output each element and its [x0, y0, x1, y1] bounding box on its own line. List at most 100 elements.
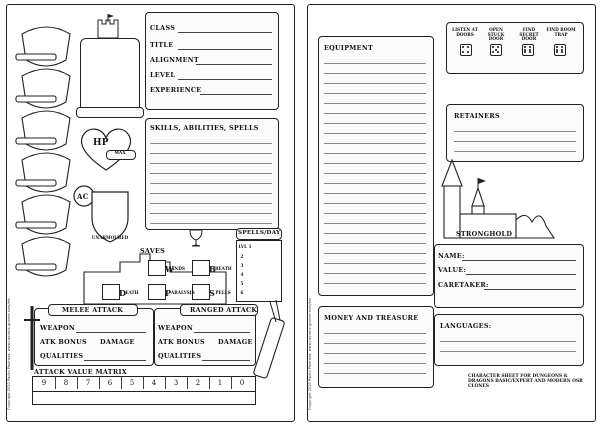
languages-field[interactable]	[440, 332, 576, 360]
stronghold-value-field[interactable]	[466, 274, 576, 275]
attack-value-matrix[interactable]: 9 8 7 6 5 4 3 2 1 0	[32, 376, 256, 392]
languages-label: LANGUAGES:	[440, 322, 492, 330]
left-copyright: Copyright 2020 Pacho Pastrana. www.necro…	[7, 297, 11, 410]
spell-level-1: LVL 1	[238, 244, 252, 249]
matrix-cell: 0	[239, 379, 245, 387]
class-field[interactable]	[178, 32, 272, 33]
save-wands-box[interactable]	[148, 260, 166, 276]
matrix-cell: 4	[143, 377, 166, 389]
skills-field[interactable]	[150, 134, 272, 224]
ranged-weapon-label: WEAPON	[158, 324, 194, 332]
level-label: LEVEL	[150, 71, 176, 79]
stronghold-name-label: NAME:	[438, 252, 465, 260]
equipment-label: EQUIPMENT	[324, 44, 374, 52]
retainers-field[interactable]	[454, 122, 576, 156]
matrix-input-row[interactable]	[32, 392, 256, 405]
equipment-field[interactable]	[324, 54, 426, 288]
portrait-frame[interactable]	[80, 38, 140, 112]
save-spells-box[interactable]	[192, 284, 210, 300]
unarmoured-label: UNARMOURED	[91, 235, 129, 240]
hp-max-banner	[106, 150, 136, 160]
melee-weapon-label: WEAPON	[40, 324, 76, 332]
melee-qualities-field[interactable]	[84, 360, 146, 361]
room-trap-die-icon[interactable]	[554, 44, 566, 56]
class-label: CLASS	[150, 24, 176, 32]
ranged-qualities-field[interactable]	[202, 360, 250, 361]
listen-die-icon[interactable]	[460, 44, 472, 56]
save-death-box[interactable]	[102, 284, 120, 300]
matrix-cell: 6	[99, 377, 122, 389]
hp-heart-icon[interactable]	[76, 124, 136, 174]
identity-panel	[145, 12, 279, 110]
title-field[interactable]	[178, 49, 272, 50]
save-p-name: ARALYSIS	[171, 290, 195, 295]
save-d-code: D	[119, 288, 127, 298]
matrix-cell: 3	[165, 377, 188, 389]
portrait-banner	[76, 107, 144, 118]
hp-max-label: MAX	[114, 150, 126, 155]
ranged-atk-bonus-label: ATK BONUS	[158, 338, 205, 346]
ac-label: AC	[77, 192, 89, 201]
money-field[interactable]	[324, 324, 426, 382]
matrix-cell: 2	[187, 377, 210, 389]
saves-label: SAVES	[140, 247, 166, 255]
melee-banner	[48, 304, 138, 316]
money-label: MONEY AND TREASURE	[324, 314, 419, 322]
melee-label: MELEE ATTACK	[62, 306, 124, 314]
stronghold-panel	[434, 244, 584, 308]
spell-level-3: 3	[240, 263, 244, 268]
ranged-damage-label: DAMAGE	[218, 338, 253, 346]
save-paralysis-box[interactable]	[148, 284, 166, 300]
ranged-banner	[180, 304, 258, 316]
save-b-name: REATH	[215, 266, 232, 271]
stronghold-castle-icon	[441, 158, 556, 239]
right-copyright: Copyright 2020 Pacho Pastrana. www.necro…	[308, 297, 312, 410]
spell-level-2: 2	[240, 254, 244, 259]
save-breath-box[interactable]	[192, 260, 210, 276]
stronghold-caretaker-label: CARETAKER:	[438, 281, 489, 289]
matrix-cell: 8	[55, 377, 78, 389]
castle-tower-icon	[97, 14, 119, 39]
level-field[interactable]	[178, 79, 272, 80]
spell-level-5: 5	[240, 281, 244, 286]
experience-field[interactable]	[200, 94, 272, 95]
spells-day-label: SPELLS/DAY	[238, 230, 281, 236]
spells-day-banner	[236, 228, 282, 240]
open-door-die-icon[interactable]	[490, 44, 502, 56]
melee-atk-bonus-label: ATK BONUS	[40, 338, 87, 346]
hp-label: HP	[93, 138, 109, 148]
matrix-cell: 1	[209, 377, 232, 389]
retainers-label: RETAINERS	[454, 112, 500, 120]
melee-qualities-label: QUALITIES	[40, 352, 84, 360]
melee-damage-label: DAMAGE	[100, 338, 135, 346]
save-b-code: B	[209, 264, 217, 274]
experience-label: EXPERIENCE	[150, 86, 202, 94]
footer-credit: CHARACTER SHEET FOR DUNGEONS & DRAGONS B…	[468, 374, 583, 390]
spell-level-6: 6	[240, 290, 244, 295]
stronghold-label: STRONGHOLD	[456, 230, 513, 238]
ac-shield-icon[interactable]	[88, 188, 132, 244]
quiver-icon	[253, 299, 285, 379]
ranged-weapon-field[interactable]	[194, 332, 250, 333]
save-s-name: PELLS	[215, 290, 231, 295]
spell-level-4: 4	[240, 272, 244, 277]
save-s-code: S	[209, 288, 216, 298]
save-p-code: P	[165, 288, 172, 298]
skill-listen-label: LISTEN AT DOORS	[452, 27, 478, 37]
alignment-label: ALIGNMENT	[150, 56, 199, 64]
melee-weapon-field[interactable]	[76, 332, 146, 333]
title-label: TITLE	[150, 41, 174, 49]
spells-day-table[interactable]	[236, 240, 282, 302]
skill-secret-door-label: FIND SECRET DOOR	[519, 27, 539, 42]
secret-door-die-icon[interactable]	[522, 44, 534, 56]
skills-label: SKILLS, ABILITIES, SPELLS	[150, 124, 259, 132]
ability-shields	[15, 26, 71, 277]
goblet-icon	[189, 229, 203, 247]
stronghold-caretaker-field[interactable]	[484, 289, 576, 290]
skill-open-door-label: OPEN STUCK DOOR	[487, 27, 505, 42]
stronghold-name-field[interactable]	[462, 260, 576, 261]
alignment-field[interactable]	[196, 64, 272, 65]
matrix-cell: 5	[121, 377, 144, 389]
save-w-code: W	[165, 264, 175, 274]
